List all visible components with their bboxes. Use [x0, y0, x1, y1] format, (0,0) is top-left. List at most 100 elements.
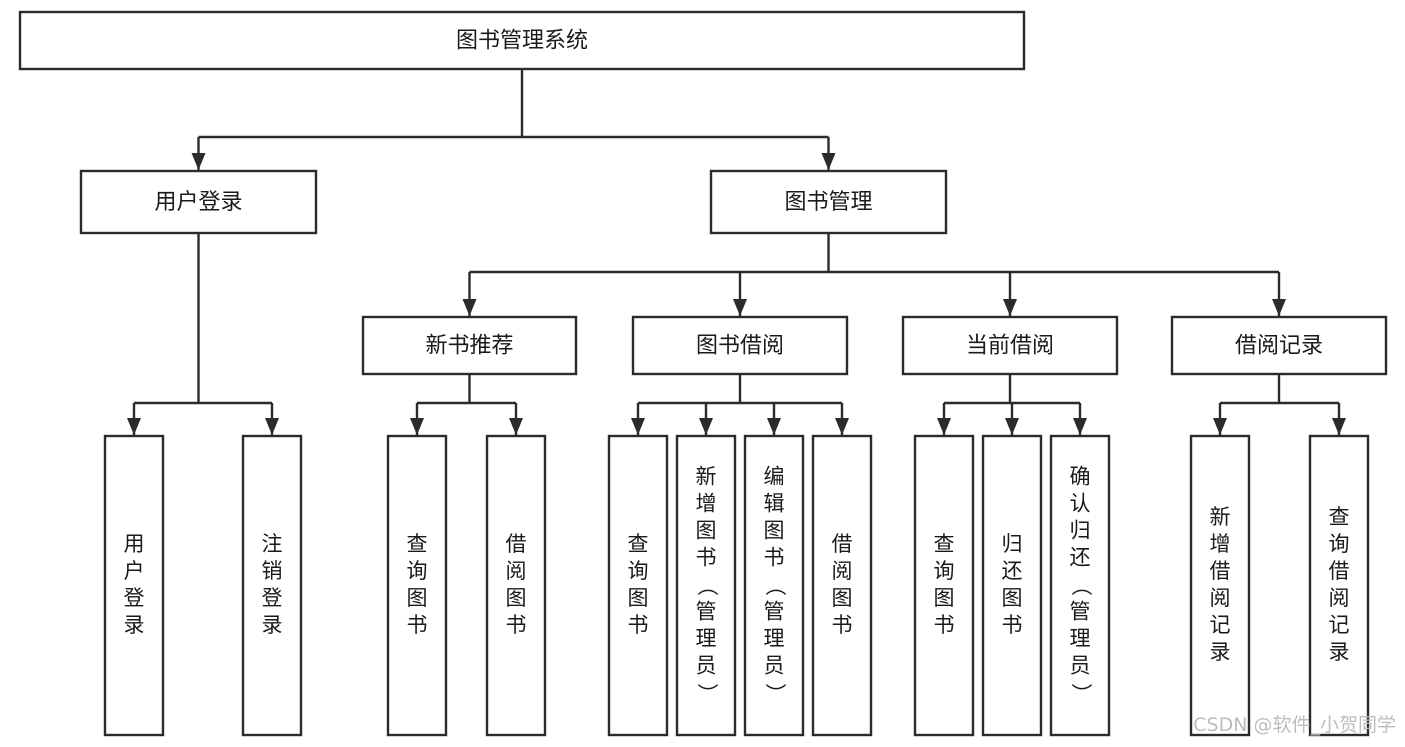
- svg-text:借: 借: [1210, 559, 1231, 583]
- arrow-head-icon: [1005, 418, 1019, 435]
- node-box: [913, 434, 975, 737]
- node-box: [1049, 434, 1111, 737]
- svg-text:）: ）: [1069, 683, 1093, 704]
- node-book-manage[interactable]: 图书管理: [709, 169, 948, 235]
- svg-text:编: 编: [764, 465, 785, 489]
- svg-text:还: 还: [1070, 546, 1091, 570]
- arrow-head-icon: [1073, 418, 1087, 435]
- svg-text:理: 理: [764, 627, 785, 651]
- node-book-borrow[interactable]: 图书借阅: [631, 315, 849, 376]
- svg-text:阅: 阅: [1210, 586, 1231, 610]
- edge-group-root: [191, 69, 836, 170]
- svg-text:借: 借: [1329, 559, 1350, 583]
- node-user-login[interactable]: 用户登录: [79, 169, 318, 235]
- node-box: [103, 434, 165, 737]
- svg-text:询: 询: [628, 559, 649, 583]
- svg-text:销: 销: [262, 559, 283, 583]
- svg-text:书: 书: [628, 613, 649, 637]
- node-box: [1189, 434, 1251, 737]
- node-label: 用户登录: [124, 532, 145, 637]
- node-box: [386, 434, 448, 737]
- csdn-watermark: CSDN @软件_小贺同学: [1193, 714, 1396, 736]
- svg-text:图: 图: [832, 586, 853, 610]
- arrow-head-icon: [699, 418, 713, 435]
- node-box: [1170, 315, 1388, 376]
- svg-text:询: 询: [1329, 532, 1350, 556]
- svg-text:）: ）: [695, 683, 719, 704]
- svg-text:书: 书: [1002, 613, 1023, 637]
- svg-text:询: 询: [407, 559, 428, 583]
- arrow-head-icon: [821, 153, 836, 170]
- arrow-head-icon: [127, 418, 141, 435]
- node-root[interactable]: 图书管理系统: [18, 10, 1026, 71]
- arrow-head-icon: [767, 418, 781, 435]
- node-borrow-record[interactable]: 借阅记录: [1170, 315, 1388, 376]
- svg-text:图: 图: [506, 586, 527, 610]
- svg-text:（: （: [1069, 575, 1093, 596]
- node-box: [1308, 434, 1370, 737]
- node-label: 图书管理系统: [456, 29, 588, 54]
- arrow-head-icon: [1332, 418, 1346, 435]
- svg-text:管: 管: [764, 600, 785, 624]
- svg-text:注: 注: [262, 532, 283, 556]
- svg-text:录: 录: [124, 613, 145, 637]
- node-label: 图书借阅: [696, 334, 784, 359]
- node-box: [79, 169, 318, 235]
- svg-text:理: 理: [696, 627, 717, 651]
- svg-text:管: 管: [696, 600, 717, 624]
- svg-text:还: 还: [1002, 559, 1023, 583]
- edge-group-book-borrow: [631, 374, 849, 435]
- svg-text:认: 认: [1070, 492, 1091, 516]
- node-box: [743, 434, 805, 737]
- edge-group-book-manage: [462, 233, 1286, 316]
- svg-text:录: 录: [1210, 640, 1231, 664]
- node-label: 当前借阅: [966, 334, 1054, 359]
- node-box: [241, 434, 303, 737]
- arrow-head-icon: [509, 418, 523, 435]
- svg-text:记: 记: [1210, 613, 1231, 637]
- svg-text:书: 书: [764, 546, 785, 570]
- svg-text:登: 登: [124, 586, 145, 610]
- svg-text:查: 查: [628, 532, 649, 556]
- svg-text:管: 管: [1070, 600, 1091, 624]
- node-new-book-rec[interactable]: 新书推荐: [361, 315, 578, 376]
- arrow-head-icon: [835, 418, 849, 435]
- svg-text:增: 增: [1210, 532, 1231, 556]
- arrow-head-icon: [631, 418, 645, 435]
- node-box: [709, 169, 948, 235]
- svg-text:书: 书: [506, 613, 527, 637]
- svg-text:确: 确: [1070, 465, 1091, 489]
- node-label: 借阅记录: [1235, 334, 1323, 359]
- svg-text:图: 图: [764, 519, 785, 543]
- svg-text:用: 用: [124, 532, 145, 556]
- svg-text:归: 归: [1002, 532, 1023, 556]
- node-box: [361, 315, 578, 376]
- connector-layer: [127, 69, 1346, 435]
- node-box: [981, 434, 1043, 737]
- node-leaf-user-login[interactable]: 用户登录: [103, 434, 165, 737]
- node-current-borrow[interactable]: 当前借阅: [901, 315, 1119, 376]
- svg-text:书: 书: [934, 613, 955, 637]
